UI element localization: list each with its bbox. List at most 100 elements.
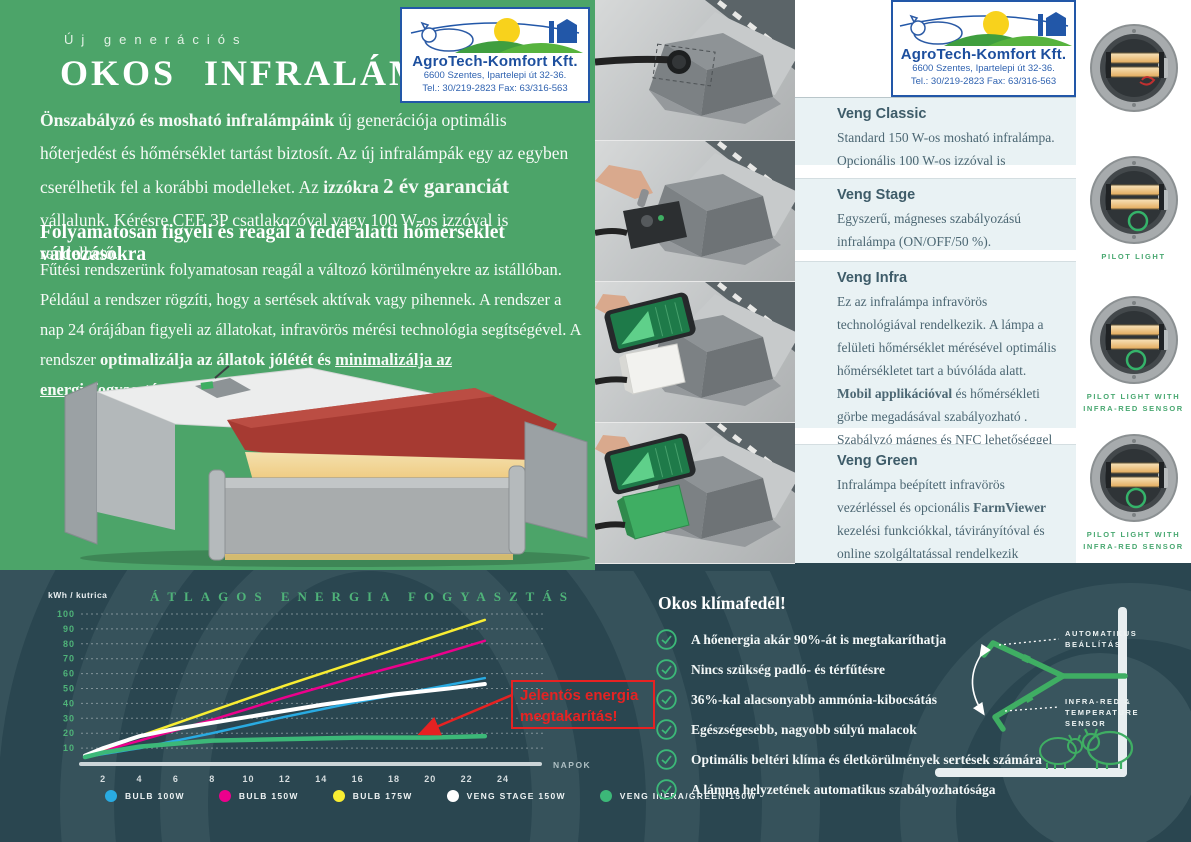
annotation-line1: Jelentős energia bbox=[520, 687, 639, 704]
chart-title: ÁTLAGOS ENERGIA FOGYASZTÁS bbox=[150, 589, 575, 604]
svg-text:40: 40 bbox=[63, 698, 75, 708]
pilot-light-highlight bbox=[1125, 349, 1146, 371]
company-address: 6600 Szentes, Ipartelepi út 32-36. bbox=[912, 63, 1055, 74]
svg-text:24: 24 bbox=[497, 774, 509, 784]
check-icon bbox=[656, 779, 677, 800]
dotted-lead bbox=[998, 638, 1060, 646]
product-name: Veng Infra bbox=[837, 270, 908, 286]
product-section-veng-infra: Veng Infra Ez az infralámpa infravörös t… bbox=[795, 261, 1076, 470]
check-icon bbox=[656, 689, 677, 710]
legend-item: BULB 175W bbox=[332, 790, 413, 802]
logo-artwork bbox=[410, 18, 583, 53]
power-cable bbox=[595, 55, 674, 66]
svg-text:20: 20 bbox=[63, 728, 75, 738]
lamp-photo-pilot: PILOT LIGHT bbox=[1076, 142, 1191, 288]
legend-label: BULB 150W bbox=[238, 791, 299, 801]
pilot-light-highlight bbox=[1125, 487, 1146, 509]
svg-text:70: 70 bbox=[63, 654, 75, 664]
company-phone: Tel.: 30/219-2823 Fax: 63/316-563 bbox=[910, 75, 1057, 87]
checklist-text: A lámpa helyzetének automatikus szabályo… bbox=[691, 781, 996, 797]
lamp-photo-infra-sensor: PILOT LIGHT WITH INFRA-RED SENSOR bbox=[1076, 288, 1191, 428]
svg-text:12: 12 bbox=[279, 774, 291, 784]
monitoring-bold: optimalizálja az állatok jólétét és bbox=[100, 350, 336, 369]
product-section-veng-classic: Veng Classic Standard 150 W-os mosható i… bbox=[795, 97, 1076, 191]
svg-text:100: 100 bbox=[57, 609, 75, 619]
legend-label: VENG INFRA/GREEN 150W bbox=[619, 791, 757, 801]
checklist-item: A lámpa helyzetének automatikus szabályo… bbox=[656, 779, 1042, 800]
logo-artwork bbox=[899, 11, 1072, 46]
desc-text: Infralámpa beépített infravörös vezérlés… bbox=[837, 477, 1005, 515]
photo-column bbox=[595, 0, 795, 571]
legend-label: BULB 175W bbox=[352, 791, 413, 801]
annotation-box: Jelentős energia megtakarítás! bbox=[511, 680, 655, 729]
agrotech-logo-2: AgroTech-Komfort Kft. 6600 Szentes, Ipar… bbox=[891, 0, 1076, 97]
legend-label: VENG STAGE 150W bbox=[466, 791, 566, 801]
bottom-section: kWh / kutrica ÁTLAGOS ENERGIA FOGYASZTÁS… bbox=[0, 563, 1191, 842]
legend-item: BULB 150W bbox=[218, 790, 299, 802]
product-photo-heat-lamp bbox=[64, 365, 590, 567]
legend-item: VENG INFRA/GREEN 150W bbox=[599, 790, 757, 802]
checklist-text: Nincs szükség padló- és térfűtésre bbox=[691, 661, 885, 677]
lamp-detail-column: PILOT LIGHT PILOT LIGHT WITH INFRA-RED S… bbox=[1076, 0, 1191, 563]
checklist-item: Egészségesebb, nagyobb súlyú malacok bbox=[656, 719, 1042, 740]
chart-y-axis-label: kWh / kutrica bbox=[48, 590, 108, 600]
annotation-line2: megtakarítás! bbox=[520, 708, 618, 725]
company-name: AgroTech-Komfort Kft. bbox=[412, 53, 578, 70]
checklist-text: 36%-kal alacsonyabb ammónia-kibocsátás bbox=[691, 691, 938, 707]
svg-text:80: 80 bbox=[63, 639, 75, 649]
lamp-photo-label: PILOT LIGHT WITH INFRA-RED SENSOR bbox=[1083, 392, 1184, 413]
svg-text:6: 6 bbox=[173, 774, 179, 784]
company-name: AgroTech-Komfort Kft. bbox=[900, 46, 1067, 63]
svg-text:30: 30 bbox=[63, 713, 75, 723]
wire bbox=[1138, 76, 1155, 86]
diagram-label-sensor: SENSOR bbox=[1065, 719, 1106, 728]
desc-bold: Mobil applikációval bbox=[837, 386, 953, 401]
legend-item: BULB 100W bbox=[105, 790, 185, 802]
svg-text:18: 18 bbox=[388, 774, 400, 784]
intro-text: vállalunk. Kérésre CEE 3P csatlakozóval … bbox=[40, 210, 509, 263]
product-section-veng-stage: Veng Stage Egyszerű, mágneses szabályozá… bbox=[795, 178, 1076, 250]
svg-text:NAPOK: NAPOK bbox=[553, 760, 591, 770]
svg-text:90: 90 bbox=[63, 624, 75, 634]
legend-dot bbox=[105, 790, 117, 802]
checklist-text: Egészségesebb, nagyobb súlyú malacok bbox=[691, 721, 917, 737]
product-name: Veng Green bbox=[837, 453, 918, 469]
lamp-photo-classic bbox=[1076, 0, 1191, 142]
diagram-label-sensor: TEMPERATURE bbox=[1065, 708, 1139, 717]
product-name: Veng Stage bbox=[837, 187, 916, 203]
warranty-highlight: 2 év garanciát bbox=[383, 174, 510, 198]
svg-text:50: 50 bbox=[63, 684, 75, 694]
desc-text: kezelési funkciókkal, távirányítóval és … bbox=[837, 523, 1045, 561]
sensor-nub bbox=[1021, 654, 1031, 664]
magnet-key bbox=[637, 188, 649, 208]
lamp-diagram: AUTOMATIKUS BEÁLLÍTÁS INFRA-RED & TEMPER… bbox=[935, 607, 1139, 777]
sensor-nub bbox=[1023, 693, 1034, 703]
pig-icon bbox=[1039, 734, 1083, 769]
intro-bold: Önszabályzó és mosható infralámpáink bbox=[40, 110, 335, 130]
checklist-item: Nincs szükség padló- és térfűtésre bbox=[656, 659, 1042, 680]
checklist-text: Optimális beltéri klíma és életkörülmény… bbox=[691, 751, 1042, 767]
desc-text: Ez az infralámpa infravörös technológiáv… bbox=[837, 294, 1057, 378]
lamp-photo-infra-sensor-2: PILOT LIGHT WITH INFRA-RED SENSOR bbox=[1076, 428, 1191, 563]
check-icon bbox=[656, 749, 677, 770]
legend-dot bbox=[446, 790, 459, 802]
intro-text: új generációja optimális hőterjedést és … bbox=[40, 110, 569, 197]
company-address: 6600 Szentes, Ipartelepi út 32-36. bbox=[423, 70, 567, 81]
svg-text:10: 10 bbox=[63, 743, 75, 753]
agrotech-logo: AgroTech-Komfort Kft. 6600 Szentes, Ipar… bbox=[400, 7, 590, 103]
checklist-item: 36%-kal alacsonyabb ammónia-kibocsátás bbox=[656, 689, 1042, 710]
check-icon bbox=[656, 629, 677, 650]
svg-text:8: 8 bbox=[209, 774, 215, 784]
photo-veng-green bbox=[595, 423, 795, 564]
lamp-photo-label: PILOT LIGHT bbox=[1101, 252, 1166, 261]
climate-checklist: A hőenergia akár 90%-át is megtakaríthat… bbox=[656, 629, 1042, 800]
legend-label: BULB 100W bbox=[125, 791, 185, 801]
legend-dot bbox=[218, 790, 231, 802]
svg-text:22: 22 bbox=[461, 774, 473, 784]
diagram-label-sensor: INFRA-RED & bbox=[1065, 697, 1131, 706]
checklist-item: Optimális beltéri klíma és életkörülmény… bbox=[656, 749, 1042, 770]
monitoring-text: Fűtési rendszerünk folyamatosan reagál a… bbox=[40, 260, 581, 369]
legend-item: VENG STAGE 150W bbox=[446, 790, 566, 802]
